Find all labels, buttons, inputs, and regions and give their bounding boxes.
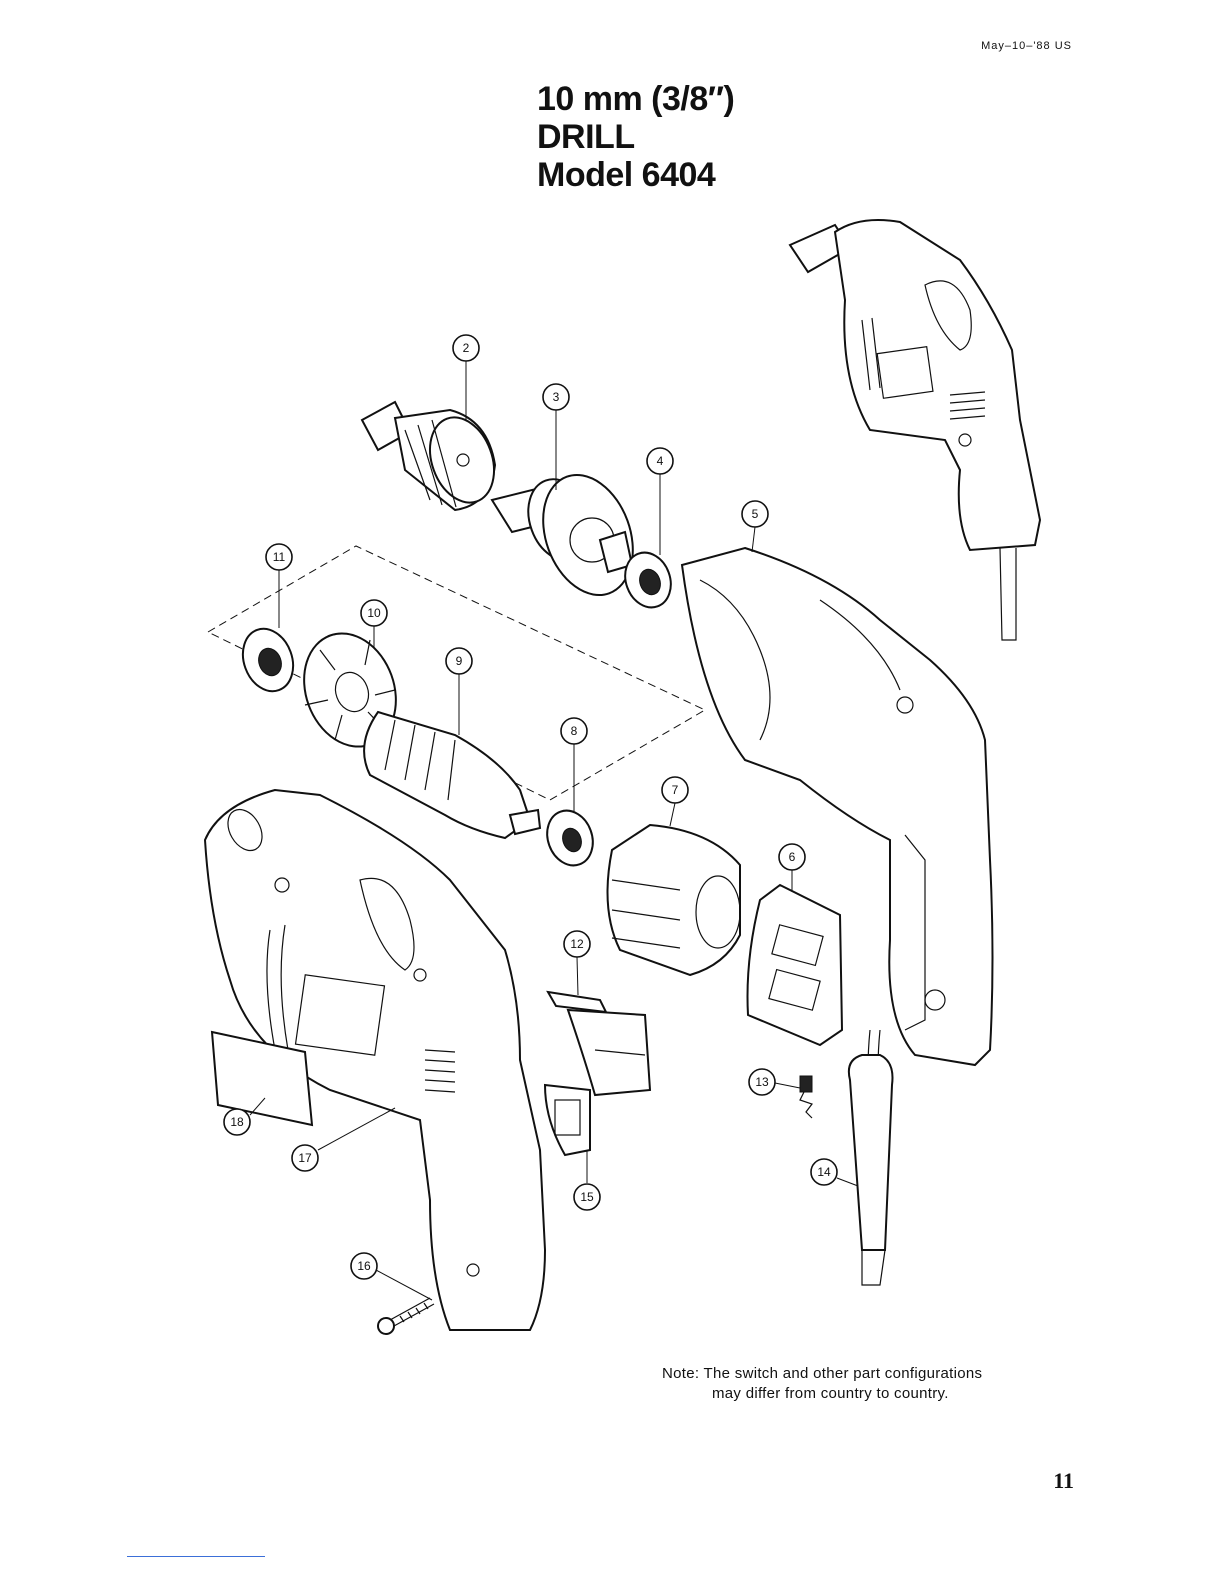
callout-4: 4 <box>647 448 673 474</box>
callout-8: 8 <box>561 718 587 744</box>
svg-text:13: 13 <box>755 1075 769 1089</box>
callout-3: 3 <box>543 384 569 410</box>
part-spindle-gear <box>492 462 649 607</box>
callout-2: 2 <box>453 335 479 361</box>
part-bearing-11 <box>235 622 302 699</box>
callout-7: 7 <box>662 777 688 803</box>
note-line-1: Note: The switch and other part configur… <box>662 1364 982 1384</box>
svg-text:2: 2 <box>463 341 470 355</box>
callout-15: 15 <box>574 1184 600 1210</box>
svg-text:7: 7 <box>672 783 679 797</box>
part-switch <box>548 992 650 1095</box>
svg-text:17: 17 <box>298 1151 312 1165</box>
svg-text:11: 11 <box>273 550 286 564</box>
svg-text:6: 6 <box>789 850 796 864</box>
footer-rule <box>127 1556 265 1557</box>
svg-text:10: 10 <box>367 606 381 620</box>
callout-10: 10 <box>361 600 387 626</box>
callout-18: 18 <box>224 1109 250 1135</box>
svg-text:15: 15 <box>580 1190 594 1204</box>
part-field <box>608 825 741 975</box>
note-line-2: may differ from country to country. <box>662 1384 982 1404</box>
callout-12: 12 <box>564 931 590 957</box>
svg-text:5: 5 <box>752 507 759 521</box>
svg-text:18: 18 <box>230 1115 244 1129</box>
part-switch-bracket <box>545 1085 590 1155</box>
callout-11: 11 <box>266 544 292 570</box>
page-number: 11 <box>1053 1468 1074 1494</box>
svg-text:14: 14 <box>817 1165 831 1179</box>
callout-17: 17 <box>292 1145 318 1171</box>
part-armature <box>364 712 540 838</box>
callout-9: 9 <box>446 648 472 674</box>
svg-text:9: 9 <box>456 654 463 668</box>
configuration-note: Note: The switch and other part configur… <box>662 1364 982 1404</box>
callout-14: 14 <box>811 1159 837 1185</box>
part-carbon-brush <box>800 1076 812 1118</box>
callout-16: 16 <box>351 1253 377 1279</box>
part-screw <box>378 1298 434 1334</box>
part-brush-holder <box>748 885 843 1045</box>
part-bearing-8 <box>540 804 600 872</box>
callout-6: 6 <box>779 844 805 870</box>
svg-text:3: 3 <box>553 390 560 404</box>
part-cord-guard <box>849 1030 893 1285</box>
svg-text:8: 8 <box>571 724 578 738</box>
assembled-drill-illustration <box>790 220 1040 640</box>
part-chuck <box>362 402 505 512</box>
callout-5: 5 <box>742 501 768 527</box>
svg-text:4: 4 <box>657 454 664 468</box>
svg-text:16: 16 <box>357 1259 371 1273</box>
callout-13: 13 <box>749 1069 775 1095</box>
svg-text:12: 12 <box>570 937 584 951</box>
